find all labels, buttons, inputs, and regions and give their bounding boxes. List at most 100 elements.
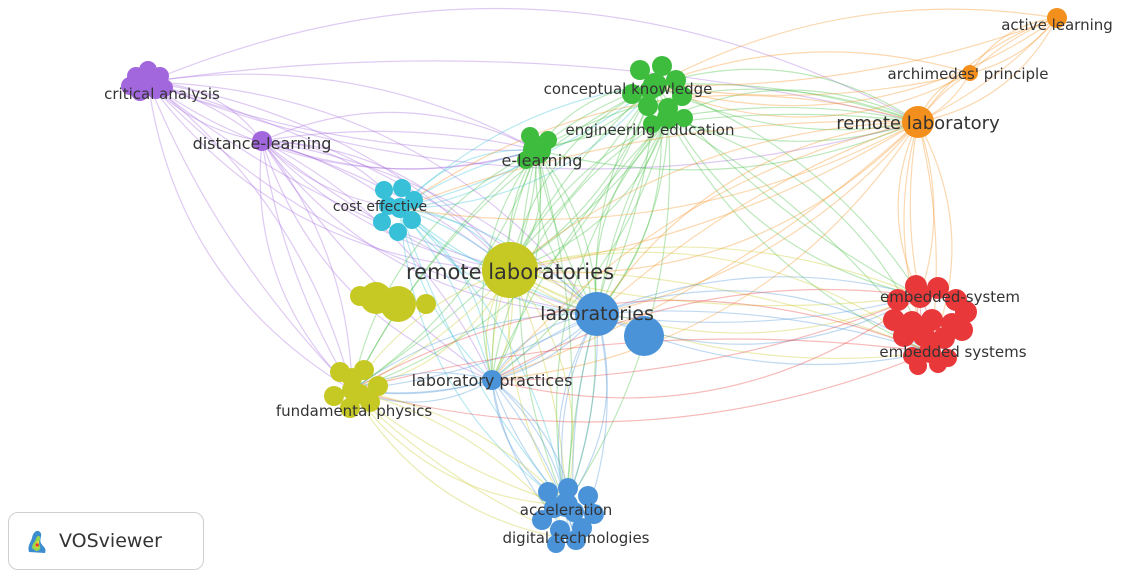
label-engineering-education: engineering education <box>566 121 735 139</box>
edge-remote-laboratory-cost-effective <box>399 121 919 221</box>
edge-laboratories-fundamental-physics <box>351 313 598 391</box>
vosviewer-logo-icon <box>28 530 46 553</box>
node-conceptual-knowledge-satellite-1 <box>652 56 672 76</box>
edge-engineering-education-laboratory-practices <box>491 117 669 381</box>
node-archimedes-principle[interactable] <box>962 65 978 81</box>
edge-critical-analysis-laboratories <box>147 81 598 315</box>
edge-critical-analysis-remote-laboratory <box>147 60 919 123</box>
edge-distance-learning-laboratory-practices <box>261 140 493 381</box>
edge-active-learning-archimedes-principle <box>969 17 1058 74</box>
node-engineering-education[interactable] <box>657 107 679 129</box>
edge-engineering-education-remote-laboratory <box>667 117 919 142</box>
edge-distance-learning-fundamental-physics <box>259 140 353 391</box>
label-cost-effective: cost effective <box>333 199 427 215</box>
edge-laboratories-acceleration <box>565 313 608 506</box>
edge-remote-laboratories-acceleration <box>507 269 567 506</box>
edge-critical-analysis-fundamental-physics <box>147 81 353 391</box>
node-active-learning[interactable] <box>1047 8 1067 28</box>
edge-distance-learning-e-learning <box>261 130 538 151</box>
label-fundamental-physics: fundamental physics <box>276 402 432 420</box>
node-cost-effective-satellite-4 <box>389 223 407 241</box>
node-acceleration-satellite-2 <box>578 486 598 506</box>
edge-active-learning-archimedes-principle <box>969 17 1058 74</box>
node-laboratories[interactable] <box>575 292 619 336</box>
node-embedded-system-satellite-2 <box>927 277 949 299</box>
edge-e-learning-fundamental-physics <box>351 149 538 391</box>
edge-critical-analysis-e-learning <box>147 73 538 151</box>
node-acceleration-satellite-5 <box>550 520 570 540</box>
edge-cost-effective-laboratories <box>399 207 598 315</box>
edge-e-learning-fundamental-physics <box>351 149 538 391</box>
node-cost-effective-satellite-5 <box>373 213 391 231</box>
edge-engineering-education-remote-laboratories <box>509 117 669 271</box>
node-distance-learning[interactable] <box>252 131 272 151</box>
node-acceleration-satellite-1 <box>558 478 578 498</box>
edge-conceptual-knowledge-remote-laboratory <box>654 68 919 123</box>
label-digital-technologies: digital technologies <box>502 529 649 547</box>
edge-remote-laboratories-embedded-system <box>509 246 921 297</box>
node-embedded-system-satellite-8 <box>883 309 905 331</box>
node-e-learning[interactable] <box>523 136 551 164</box>
vosviewer-badge[interactable]: VOSviewer <box>8 512 204 570</box>
node-embedded-system[interactable] <box>908 284 932 308</box>
edge-remote-laboratory-laboratories <box>596 121 919 315</box>
edge-distance-learning-fundamental-physics <box>261 140 353 391</box>
edge-embedded-systems-fundamental-physics <box>351 351 931 423</box>
node-fundamental-physics[interactable] <box>342 380 362 400</box>
label-distance-learning: distance-learning <box>193 134 332 153</box>
node-remote-laboratory[interactable] <box>902 106 934 138</box>
edge-critical-analysis-e-learning <box>147 81 538 151</box>
edge-fundamental-physics-digital-technologies <box>351 389 577 541</box>
node-laboratory-practices[interactable] <box>482 370 502 390</box>
edge-critical-analysis-remote-laboratories <box>147 81 511 271</box>
edge-conceptual-knowledge-remote-laboratories <box>509 84 656 271</box>
edge-active-learning-remote-laboratory <box>917 17 1058 123</box>
edge-remote-laboratory-remote-laboratories <box>509 121 919 271</box>
node-cost-effective-satellite-3 <box>403 211 421 229</box>
edge-active-learning-conceptual-knowledge <box>654 17 1058 87</box>
node-cost-effective-satellite-0 <box>375 181 393 199</box>
edge-e-learning-acceleration <box>519 149 567 506</box>
edge-cost-effective-acceleration <box>399 207 567 506</box>
edge-e-learning-remote-laboratory <box>536 88 919 151</box>
edge-cost-effective-acceleration <box>399 207 567 506</box>
edge-e-learning-fundamental-physics <box>351 149 538 391</box>
edge-laboratories-embedded-system <box>596 276 921 315</box>
edge-distance-learning-laboratories <box>261 140 598 315</box>
label-conceptual-knowledge: conceptual knowledge <box>544 80 713 98</box>
node-remote-laboratories[interactable] <box>482 242 538 298</box>
label-active-learning: active learning <box>1001 16 1113 34</box>
edge-remote-laboratory-laboratory-practices <box>491 121 919 381</box>
edge-archimedes-principle-conceptual-knowledge <box>654 51 971 86</box>
edge-critical-analysis-remote-laboratories <box>147 81 511 271</box>
edge-remote-laboratories-embedded-systems <box>509 269 931 353</box>
label-archimedes-principle: archimedes' principle <box>888 65 1049 83</box>
edge-critical-analysis-remote-laboratory <box>147 7 919 123</box>
edge-remote-laboratory-laboratory-practices <box>491 121 919 381</box>
node-remote-laboratories-cluster-3 <box>350 286 370 306</box>
edge-cost-effective-laboratory-practices <box>399 207 493 381</box>
edge-conceptual-knowledge-fundamental-physics <box>351 84 656 391</box>
edge-remote-laboratories-acceleration <box>509 269 574 506</box>
node-acceleration[interactable] <box>554 493 578 517</box>
edge-conceptual-knowledge-fundamental-physics <box>351 84 656 391</box>
edge-fundamental-physics-acceleration <box>351 389 567 506</box>
node-cost-effective[interactable] <box>390 198 410 218</box>
network-nodes <box>121 8 1067 553</box>
edge-cost-effective-acceleration <box>399 207 567 506</box>
edge-remote-laboratory-laboratories <box>596 121 919 315</box>
edge-distance-learning-laboratory-practices <box>261 140 493 381</box>
edge-engineering-education-laboratories <box>596 117 669 315</box>
edge-engineering-education-acceleration <box>555 117 669 506</box>
node-embedded-systems[interactable] <box>919 341 941 363</box>
node-conceptual-knowledge[interactable] <box>643 73 667 97</box>
node-remote-laboratories-cluster-1 <box>380 286 416 322</box>
node-critical-analysis[interactable] <box>134 68 162 96</box>
edge-engineering-education-laboratories <box>596 117 669 315</box>
edge-conceptual-knowledge-laboratories <box>596 84 656 315</box>
edge-embedded-systems-fundamental-physics <box>351 299 931 391</box>
edge-distance-learning-laboratories <box>261 140 598 315</box>
node-digital-technologies[interactable] <box>566 530 586 550</box>
edge-remote-laboratories-embedded-systems <box>509 251 931 353</box>
edge-cost-effective-conceptual-knowledge <box>399 84 656 209</box>
